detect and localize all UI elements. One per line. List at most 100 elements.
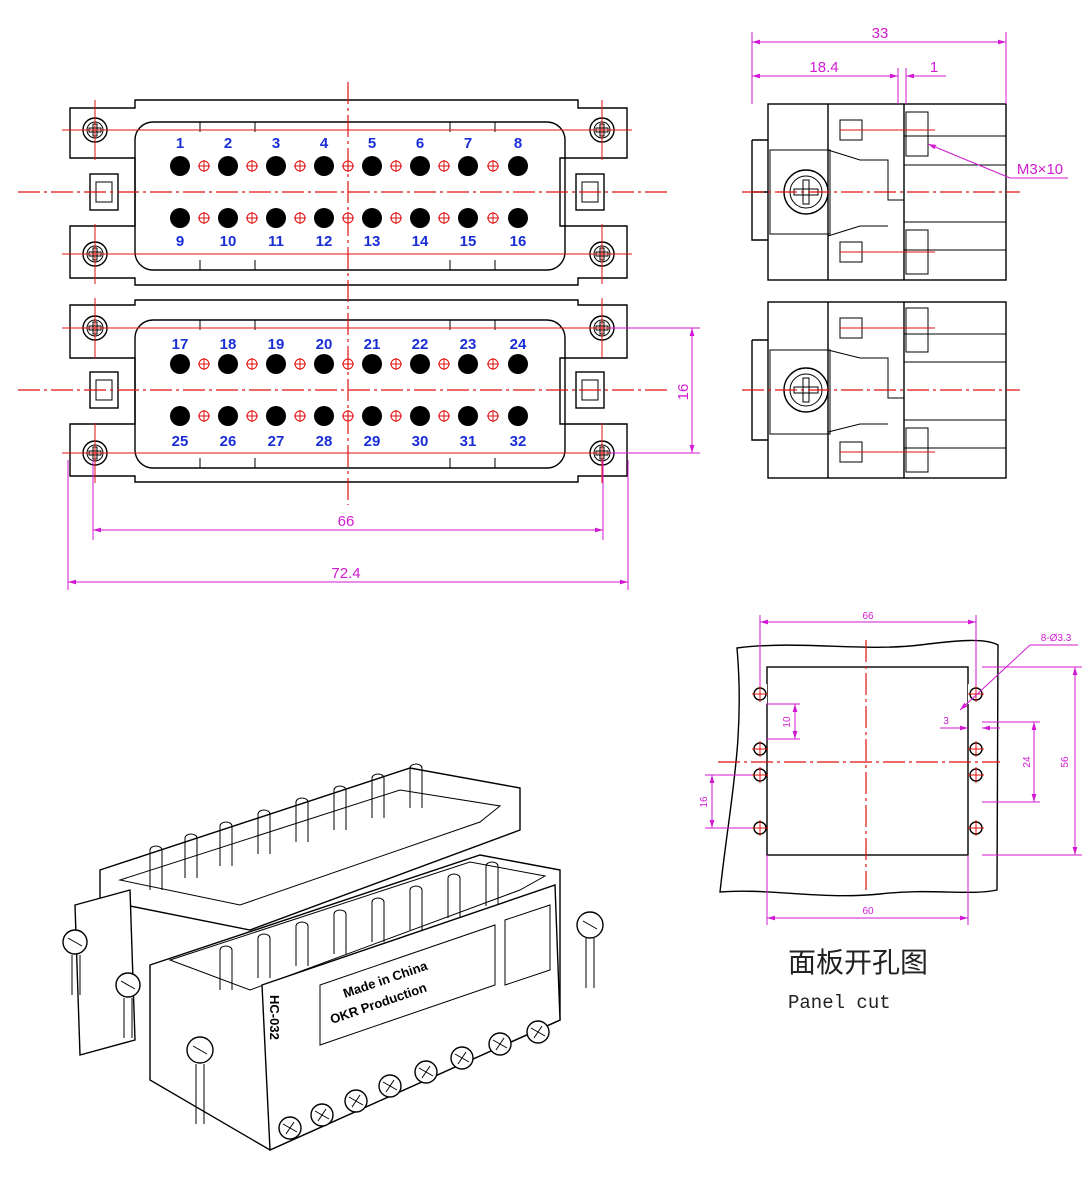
guide-hole-cross xyxy=(246,410,258,422)
front-centerlines xyxy=(18,82,668,505)
contact-pin xyxy=(170,156,190,176)
contact-pin xyxy=(508,208,528,228)
pin-number: 30 xyxy=(412,433,429,450)
pin-number: 10 xyxy=(220,233,237,250)
pin-number: 1 xyxy=(176,135,184,152)
guide-hole-cross xyxy=(246,160,258,172)
pin-number: 11 xyxy=(268,233,284,250)
pin-number: 6 xyxy=(416,135,424,152)
side-dimensions: 33 18.4 1 M3×10 xyxy=(751,25,1068,179)
dim-66: 66 xyxy=(338,513,355,530)
contact-pin xyxy=(266,156,286,176)
pin-number: 12 xyxy=(316,233,333,250)
pin-number: 27 xyxy=(268,433,285,450)
pin-number: 19 xyxy=(268,336,285,353)
dim-66-panel: 66 xyxy=(862,611,874,622)
contact-pin xyxy=(508,156,528,176)
dim-1: 1 xyxy=(930,59,938,76)
pin-number: 18 xyxy=(220,336,237,353)
pin-number: 7 xyxy=(464,135,472,152)
contact-pin xyxy=(218,208,238,228)
guide-hole-cross xyxy=(246,358,258,370)
guide-hole-cross xyxy=(438,358,450,370)
dim-72-4: 72.4 xyxy=(331,565,360,582)
panel-cut: 66 60 8-Ø3.3 10 3 24 56 xyxy=(699,611,1082,1014)
dim-16-pitch: 16 xyxy=(675,384,692,401)
contact-pin xyxy=(458,208,478,228)
pin-number: 5 xyxy=(368,135,376,152)
contact-pin xyxy=(508,406,528,426)
pin-number: 28 xyxy=(316,433,333,450)
pin-number: 32 xyxy=(510,433,527,450)
contact-pin xyxy=(410,208,430,228)
contact-pin xyxy=(362,208,382,228)
contact-pin xyxy=(362,354,382,374)
pin-number: 23 xyxy=(460,336,477,353)
guide-hole-cross xyxy=(438,410,450,422)
caption-chinese: 面板开孔图 xyxy=(788,946,928,979)
dim-33: 33 xyxy=(872,25,889,42)
dim-24-panel: 24 xyxy=(1022,756,1033,768)
pin-number: 8 xyxy=(514,135,522,152)
contact-pin xyxy=(218,406,238,426)
pin-number: 15 xyxy=(460,233,477,250)
contact-pin xyxy=(410,406,430,426)
contact-pin xyxy=(170,406,190,426)
guide-hole-cross xyxy=(487,410,499,422)
product-side-mark: HC-032 xyxy=(267,995,282,1040)
caption-english: Panel cut xyxy=(788,992,891,1014)
pin-number: 14 xyxy=(412,233,429,250)
pin-number: 24 xyxy=(510,336,527,353)
contact-pin xyxy=(314,156,334,176)
pin-number: 25 xyxy=(172,433,189,450)
pin-number: 21 xyxy=(364,336,381,353)
dim-3-panel: 3 xyxy=(943,716,949,727)
terminal-screws xyxy=(278,1020,550,1140)
contact-pins xyxy=(170,156,528,426)
contact-pin xyxy=(362,156,382,176)
connector-module-1 xyxy=(69,99,628,286)
guide-hole-cross xyxy=(390,160,402,172)
guide-hole-cross xyxy=(487,212,499,224)
contact-pin xyxy=(458,406,478,426)
contact-pin xyxy=(314,208,334,228)
contact-pin xyxy=(266,354,286,374)
front-dimensions: 66 72.4 16 xyxy=(67,327,700,590)
contact-pin xyxy=(314,406,334,426)
guide-hole-cross xyxy=(294,212,306,224)
contact-pin xyxy=(170,354,190,374)
guide-hole-cross xyxy=(246,212,258,224)
pin-number: 3 xyxy=(272,135,280,152)
pin-number: 13 xyxy=(364,233,381,250)
contact-pin xyxy=(458,156,478,176)
connector-module-2 xyxy=(69,299,628,483)
pin-number: 4 xyxy=(320,135,329,152)
guide-hole-cross xyxy=(198,212,210,224)
pin-number: 29 xyxy=(364,433,381,450)
guide-hole-cross xyxy=(198,358,210,370)
contact-pin xyxy=(458,354,478,374)
contact-pin xyxy=(266,406,286,426)
guide-hole-cross xyxy=(294,358,306,370)
pin-number: 9 xyxy=(176,233,184,250)
contact-pin xyxy=(218,354,238,374)
dim-56-panel: 56 xyxy=(1060,756,1071,768)
dim-16-panel: 16 xyxy=(699,796,710,808)
contact-pin xyxy=(218,156,238,176)
guide-hole-cross xyxy=(198,160,210,172)
contact-pin xyxy=(314,354,334,374)
side-view: 33 18.4 1 M3×10 xyxy=(742,25,1068,479)
guide-hole-cross xyxy=(198,410,210,422)
dim-10-panel: 10 xyxy=(782,716,793,728)
guide-hole-cross xyxy=(390,358,402,370)
contact-pin xyxy=(410,354,430,374)
pin-number: 2 xyxy=(224,135,232,152)
panel-holes xyxy=(752,684,984,836)
dim-60-panel: 60 xyxy=(862,906,874,917)
guide-hole-cross xyxy=(390,212,402,224)
guide-hole-cross xyxy=(294,160,306,172)
holes-label: 8-Ø3.3 xyxy=(1041,633,1072,644)
